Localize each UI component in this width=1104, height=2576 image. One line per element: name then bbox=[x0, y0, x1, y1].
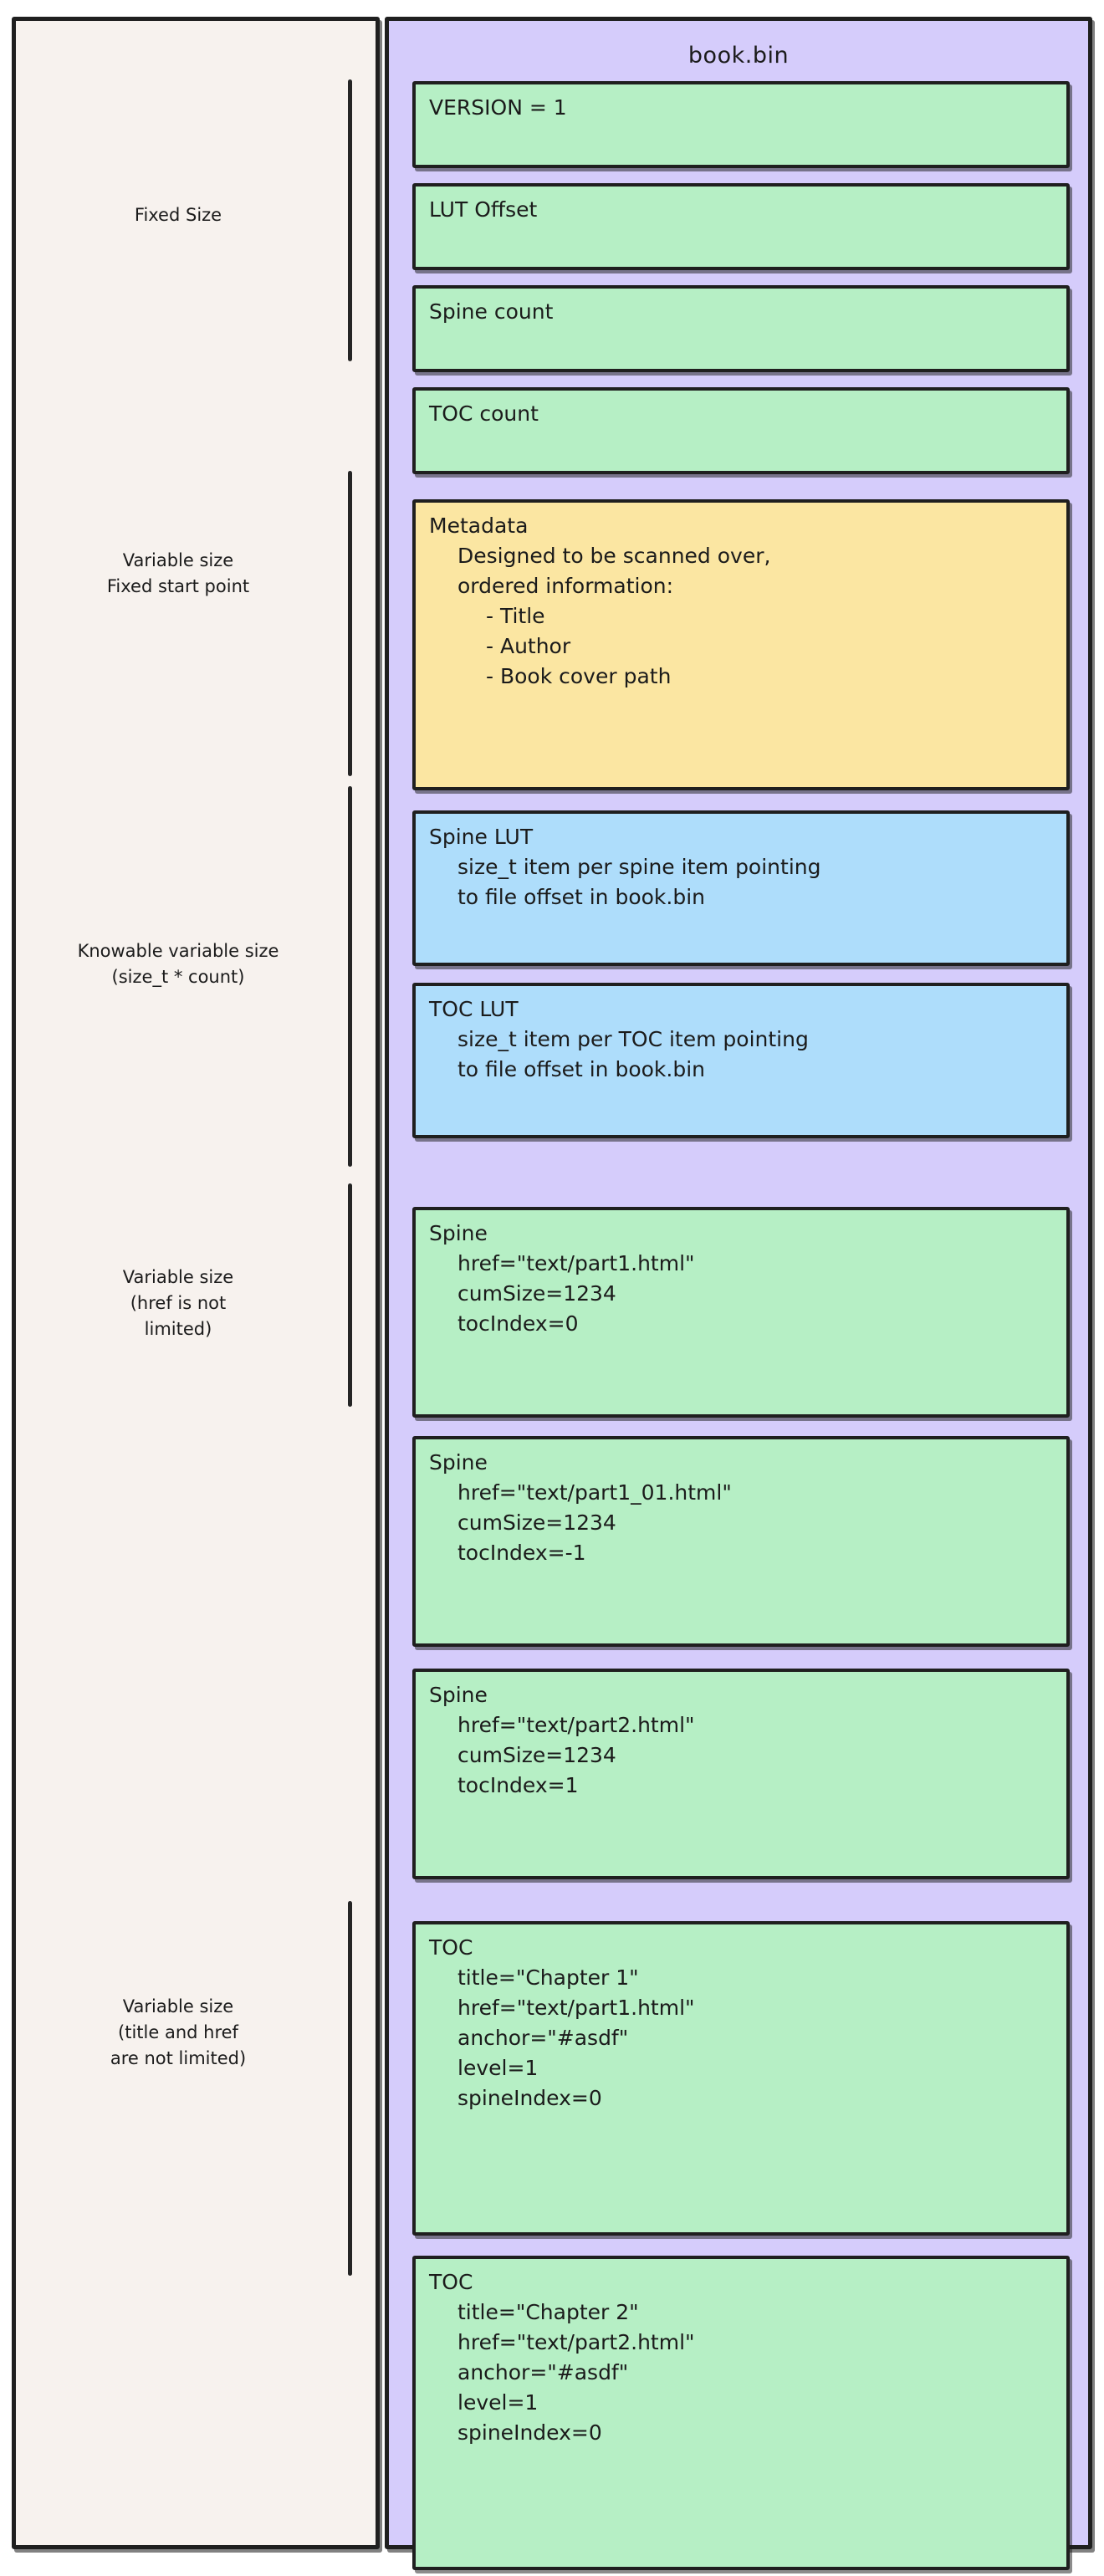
field-detail-line: tocIndex=1 bbox=[457, 1773, 579, 1797]
field-detail-line: to file offset in book.bin bbox=[457, 885, 706, 909]
section-bracket-variable-href bbox=[348, 1183, 352, 1407]
field-detail-line: tocIndex=-1 bbox=[457, 1541, 586, 1565]
section-label-fixed-size: Fixed Size bbox=[20, 202, 336, 228]
section-bracket-variable-fixed-start bbox=[348, 471, 352, 776]
field-detail-line: size_t item per spine item pointing bbox=[457, 855, 821, 879]
field-box-toc-1: TOC title="Chapter 1" href="text/part1.htm… bbox=[412, 1921, 1070, 2236]
section-label-line: Variable size bbox=[122, 1996, 234, 2016]
field-title: TOC bbox=[429, 2270, 473, 2294]
section-label-line: Fixed Size bbox=[134, 205, 222, 225]
field-title: Metadata bbox=[429, 514, 529, 538]
section-label-line: Knowable variable size bbox=[77, 941, 279, 961]
section-label-line: Variable size bbox=[122, 550, 234, 570]
field-detail-line: tocIndex=0 bbox=[457, 1311, 579, 1336]
section-label-line: limited) bbox=[144, 1319, 212, 1339]
field-detail-line: ordered information: bbox=[457, 574, 674, 598]
section-label-variable-title-href: Variable size (title and href are not limi… bbox=[20, 1994, 336, 2072]
field-detail-line: href="text/part1.html" bbox=[457, 1251, 695, 1275]
field-detail-line: href="text/part2.html" bbox=[457, 1713, 695, 1737]
file-title: book.bin bbox=[687, 43, 790, 69]
field-box-toc-count: TOC count bbox=[412, 387, 1070, 474]
field-box-spine-count: Spine count bbox=[412, 285, 1070, 372]
field-title: Spine bbox=[429, 1221, 488, 1245]
section-label-line: (size_t * count) bbox=[111, 967, 245, 987]
section-bracket-variable-title-href bbox=[348, 1901, 352, 2276]
field-box-spine-1: Spine href="text/part1.html" cumSize=1234 t… bbox=[412, 1207, 1070, 1418]
field-box-toc-lut: TOC LUT size_t item per TOC item pointing… bbox=[412, 983, 1070, 1138]
field-detail-line: cumSize=1234 bbox=[457, 1281, 616, 1306]
field-detail-line: level=1 bbox=[457, 2056, 539, 2080]
field-detail-line: cumSize=1234 bbox=[457, 1510, 616, 1535]
field-detail-line: anchor="#asdf" bbox=[457, 2360, 629, 2384]
field-detail-subline: - Author bbox=[486, 634, 571, 658]
field-box-spine-lut: Spine LUT size_t item per spine item poin… bbox=[412, 810, 1070, 966]
field-title: TOC count bbox=[429, 401, 539, 426]
field-detail-line: spineIndex=0 bbox=[457, 2086, 602, 2110]
field-detail-line: size_t item per TOC item pointing bbox=[457, 1027, 809, 1051]
section-label-line: Variable size bbox=[122, 1267, 234, 1287]
field-detail-line: spineIndex=0 bbox=[457, 2420, 602, 2445]
field-title: LUT Offset bbox=[429, 197, 538, 222]
field-title: Spine LUT bbox=[429, 825, 534, 849]
field-box-toc-2: TOC title="Chapter 2" href="text/part2.htm… bbox=[412, 2256, 1070, 2570]
field-box-version: VERSION = 1 bbox=[412, 81, 1070, 168]
field-detail-line: href="text/part2.html" bbox=[457, 2330, 695, 2354]
field-detail-line: Designed to be scanned over, bbox=[457, 544, 771, 568]
section-label-variable-href: Variable size (href is not limited) bbox=[20, 1265, 336, 1342]
section-label-line: Fixed start point bbox=[106, 576, 250, 596]
field-title: Spine count bbox=[429, 299, 554, 324]
field-title: Spine bbox=[429, 1450, 488, 1475]
field-detail-line: anchor="#asdf" bbox=[457, 2026, 629, 2050]
field-detail-line: cumSize=1234 bbox=[457, 1743, 616, 1767]
field-title: TOC bbox=[429, 1935, 473, 1960]
field-detail-subline: - Title bbox=[486, 604, 545, 628]
section-label-line: (title and href bbox=[118, 2022, 238, 2042]
field-title: Spine bbox=[429, 1683, 488, 1707]
field-title: VERSION = 1 bbox=[429, 95, 567, 120]
section-bracket-knowable-variable-size bbox=[348, 786, 352, 1167]
field-title: TOC LUT bbox=[429, 997, 519, 1021]
section-label-knowable-variable-size: Knowable variable size (size_t * count) bbox=[20, 938, 336, 990]
field-detail-subline: - Book cover path bbox=[486, 664, 672, 688]
field-detail-line: level=1 bbox=[457, 2390, 539, 2415]
field-detail-line: title="Chapter 1" bbox=[457, 1965, 639, 1990]
section-bracket-fixed-size bbox=[348, 79, 352, 361]
field-detail-line: href="text/part1.html" bbox=[457, 1996, 695, 2020]
annotation-panel bbox=[12, 17, 380, 2549]
section-label-line: are not limited) bbox=[110, 2048, 247, 2068]
field-detail-line: title="Chapter 2" bbox=[457, 2300, 639, 2324]
field-box-lut-offset: LUT Offset bbox=[412, 183, 1070, 270]
field-detail-line: to file offset in book.bin bbox=[457, 1057, 706, 1081]
field-box-spine-3: Spine href="text/part2.html" cumSize=1234 t… bbox=[412, 1669, 1070, 1879]
section-label-line: (href is not bbox=[130, 1293, 227, 1313]
field-detail-line: href="text/part1_01.html" bbox=[457, 1480, 732, 1505]
field-box-spine-2: Spine href="text/part1_01.html" cumSize=12… bbox=[412, 1436, 1070, 1647]
